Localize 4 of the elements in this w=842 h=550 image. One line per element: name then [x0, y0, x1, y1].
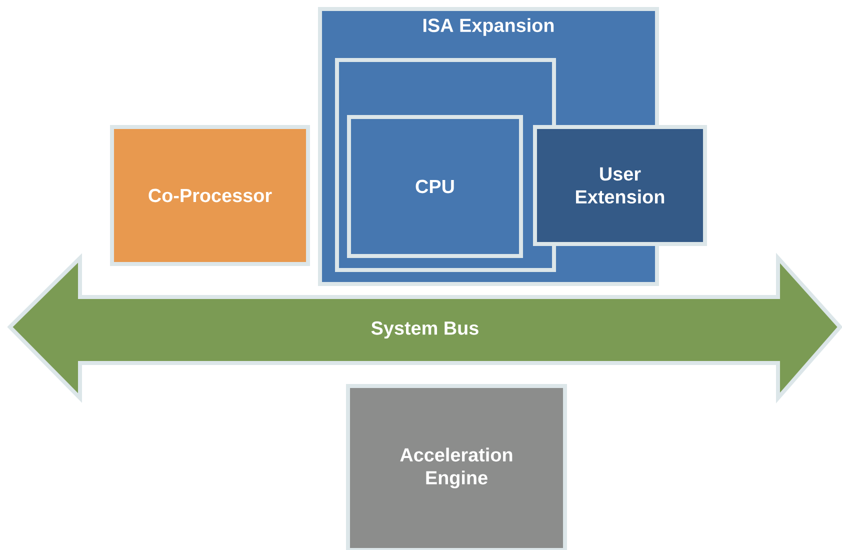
extension-box: User Extension: [533, 124, 707, 246]
cpu-box: CPU: [347, 114, 523, 258]
engine-box: Acceleration Engine: [346, 384, 567, 550]
coprocessor-box: Co-Processor: [110, 124, 310, 266]
